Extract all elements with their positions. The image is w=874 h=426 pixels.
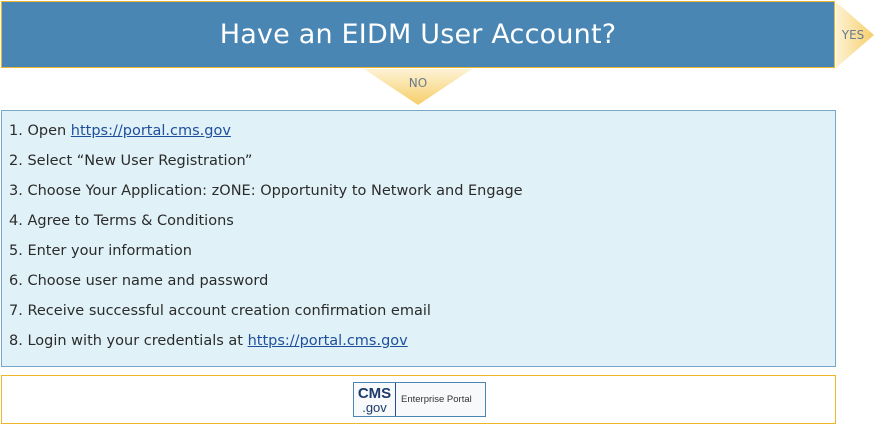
step-6: 6. Choose user name and password (9, 266, 835, 296)
logo-portal-text: Enterprise Portal (401, 394, 472, 405)
no-arrow-icon (364, 69, 472, 105)
logo-gov-text: .gov (362, 399, 387, 415)
question-title: Have an EIDM User Account? (219, 19, 617, 50)
portal-link[interactable]: https://portal.cms.gov (70, 123, 231, 139)
cms-gov-logo-mark: CMS .gov (354, 383, 396, 416)
step-text: Login with your credentials at (27, 333, 248, 349)
step-number: 7. (9, 303, 23, 319)
step-text: Enter your information (27, 243, 192, 259)
footer-panel: CMS .gov Enterprise Portal (1, 375, 836, 424)
logo-cms-text: CMS (357, 384, 392, 402)
step-number: 4. (9, 213, 23, 229)
question-banner: Have an EIDM User Account? (1, 1, 835, 68)
step-number: 8. (9, 333, 23, 349)
yes-label: YES (841, 28, 865, 42)
step-text: Select “New User Registration” (27, 153, 253, 169)
step-text: Choose user name and password (27, 273, 269, 289)
step-7: 7. Receive successful account creation c… (9, 296, 835, 326)
registration-steps: 1. Open https://portal.cms.gov 2. Select… (1, 110, 836, 367)
step-8: 8. Login with your credentials at https:… (9, 326, 835, 356)
step-3: 3. Choose Your Application: zONE: Opport… (9, 176, 835, 206)
step-number: 6. (9, 273, 23, 289)
step-number: 1. (9, 123, 23, 139)
no-label: NO (408, 76, 428, 90)
yes-arrow-icon (836, 2, 874, 68)
step-number: 3. (9, 183, 23, 199)
step-number: 2. (9, 153, 23, 169)
step-4: 4. Agree to Terms & Conditions (9, 206, 835, 236)
portal-link[interactable]: https://portal.cms.gov (247, 333, 408, 349)
step-1: 1. Open https://portal.cms.gov (9, 116, 835, 146)
step-text: Open (27, 123, 71, 139)
step-text: Agree to Terms & Conditions (27, 213, 234, 229)
step-text: Choose Your Application: zONE: Opportuni… (27, 183, 523, 199)
step-5: 5. Enter your information (9, 236, 835, 266)
step-2: 2. Select “New User Registration” (9, 146, 835, 176)
step-text: Receive successful account creation conf… (27, 303, 431, 319)
step-number: 5. (9, 243, 23, 259)
cms-enterprise-portal-logo[interactable]: CMS .gov Enterprise Portal (353, 382, 486, 417)
